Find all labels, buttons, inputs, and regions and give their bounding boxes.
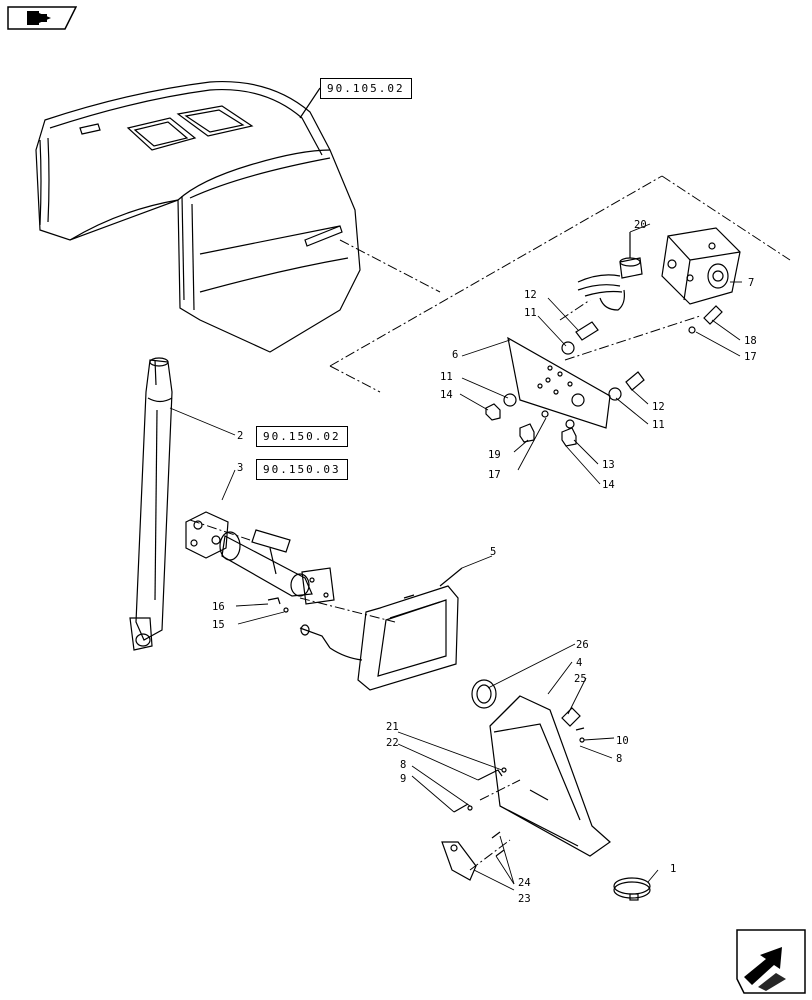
callout-9: 9: [400, 773, 406, 785]
callout-11b: 11: [440, 371, 453, 383]
reference-box-90-150-03[interactable]: 90.150.03: [256, 459, 348, 480]
back-arrow-icon: [7, 6, 78, 30]
leader-lines: [169, 223, 742, 891]
console-housing: [471, 679, 611, 857]
callout-5: 5: [490, 546, 496, 558]
alignment-lines: [189, 175, 791, 871]
connector-plug: [577, 232, 643, 311]
callout-4: 4: [576, 657, 582, 669]
callout-10: 10: [616, 735, 629, 747]
callout-12a: 12: [524, 289, 537, 301]
callout-6: 6: [452, 349, 458, 361]
next-page-button[interactable]: [736, 929, 806, 994]
callout-11a: 11: [524, 307, 537, 319]
callout-11c: 11: [652, 419, 665, 431]
display-monitor: [299, 567, 463, 691]
callout-26: 26: [576, 639, 589, 651]
callout-1: 1: [670, 863, 676, 875]
callouts: 1 2 3 4 5 6 7 8 8 9 10 11 11 11 12 12 13…: [212, 219, 757, 905]
callout-17a: 17: [744, 351, 757, 363]
callout-20: 20: [634, 219, 647, 231]
callout-3: 3: [237, 462, 243, 474]
callout-18: 18: [744, 335, 757, 347]
cab-roof: [35, 80, 361, 353]
callout-24: 24: [518, 877, 531, 889]
callout-23: 23: [518, 893, 531, 905]
callout-7: 7: [748, 277, 754, 289]
callout-17b: 17: [488, 469, 501, 481]
callout-14b: 14: [602, 479, 615, 491]
callout-2: 2: [237, 430, 243, 442]
back-button[interactable]: [7, 6, 78, 30]
callout-25: 25: [574, 673, 587, 685]
hose-clamp: [613, 877, 651, 901]
mount-bracket: [185, 511, 335, 605]
bottom-bracket: [441, 831, 505, 881]
reference-box-90-150-02[interactable]: 90.150.02: [256, 426, 348, 447]
support-arm: [129, 357, 173, 651]
callout-19: 19: [488, 449, 501, 461]
callout-14a: 14: [440, 389, 453, 401]
next-page-arrow-icon: [736, 929, 806, 994]
callout-13: 13: [602, 459, 615, 471]
mounting-plate: [507, 336, 611, 429]
fasteners: [267, 305, 723, 813]
socket-housing: [661, 227, 741, 305]
callout-8b: 8: [616, 753, 622, 765]
callout-22: 22: [386, 737, 399, 749]
callout-8a: 8: [400, 759, 406, 771]
callout-16: 16: [212, 601, 225, 613]
reference-box-90-105-02[interactable]: 90.105.02: [320, 78, 412, 99]
callout-15: 15: [212, 619, 225, 631]
callout-12b: 12: [652, 401, 665, 413]
callout-21: 21: [386, 721, 399, 733]
